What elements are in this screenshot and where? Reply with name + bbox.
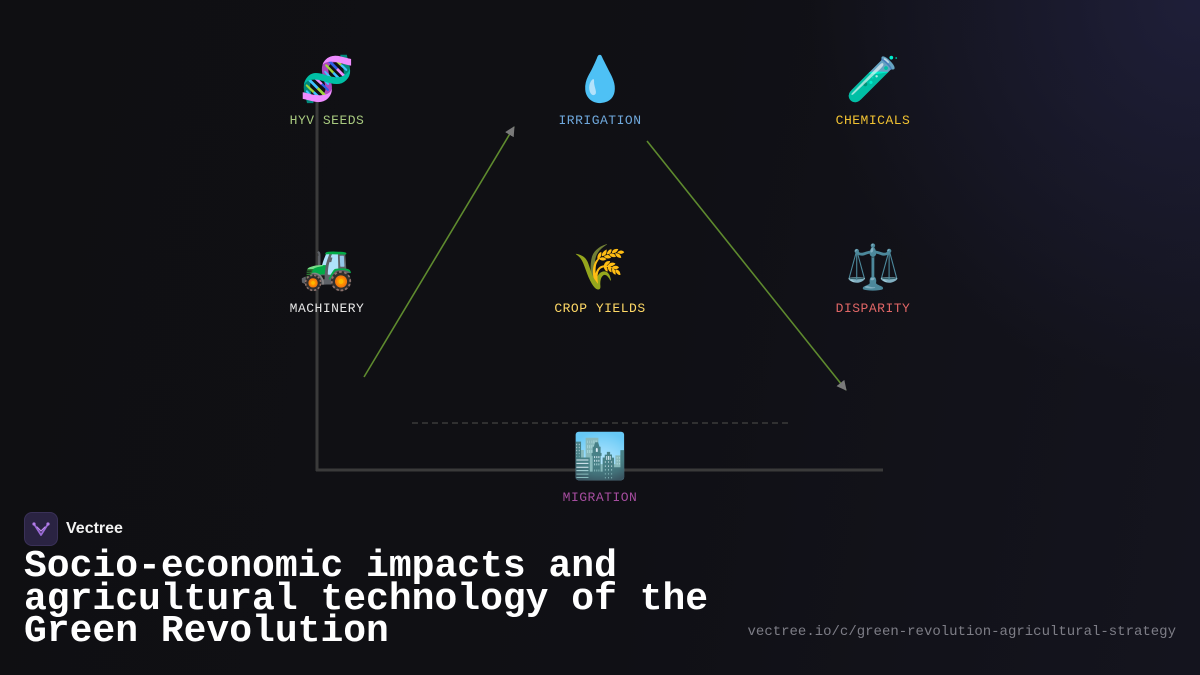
node-irrigation: 💧 IRRIGATION — [520, 54, 680, 128]
brand-name: Vectree — [66, 520, 123, 537]
node-label-disparity: DISPARITY — [835, 301, 911, 316]
balance-scale-icon: ⚖️ — [845, 241, 901, 293]
node-label-migration: MIGRATION — [562, 490, 638, 505]
node-disparity: ⚖️ DISPARITY — [793, 242, 953, 316]
node-machinery: 🚜 MACHINERY — [247, 242, 407, 316]
tractor-icon: 🚜 — [299, 241, 355, 293]
node-label-crop-yields: CROP YIELDS — [554, 301, 646, 316]
cityscape-icon: 🏙️ — [572, 430, 628, 482]
water-drop-icon: 💧 — [572, 53, 628, 105]
source-url[interactable]: vectree.io/c/green-revolution-agricultur… — [747, 624, 1176, 640]
node-label-irrigation: IRRIGATION — [558, 113, 642, 128]
arrow-machinery-to-irrigation — [363, 126, 515, 378]
node-hyv-seeds: 🧬 HYV SEEDS — [247, 54, 407, 128]
node-label-machinery: MACHINERY — [289, 301, 365, 316]
node-migration: 🏙️ MIGRATION — [520, 431, 680, 505]
node-chemicals: 🧪 CHEMICALS — [793, 54, 953, 128]
brand[interactable]: Vectree — [24, 512, 123, 546]
arrow-irrigation-to-disparity — [646, 140, 847, 391]
page-title: Socio-economic impacts and agricultural … — [24, 545, 709, 653]
node-label-hyv-seeds: HYV SEEDS — [289, 113, 365, 128]
wheat-icon: 🌾 — [572, 241, 628, 293]
test-tube-icon: 🧪 — [845, 53, 901, 105]
node-label-chemicals: CHEMICALS — [835, 113, 911, 128]
node-crop-yields: 🌾 CROP YIELDS — [520, 242, 680, 316]
vectree-logo-icon — [24, 512, 58, 546]
dna-icon: 🧬 — [299, 53, 355, 105]
